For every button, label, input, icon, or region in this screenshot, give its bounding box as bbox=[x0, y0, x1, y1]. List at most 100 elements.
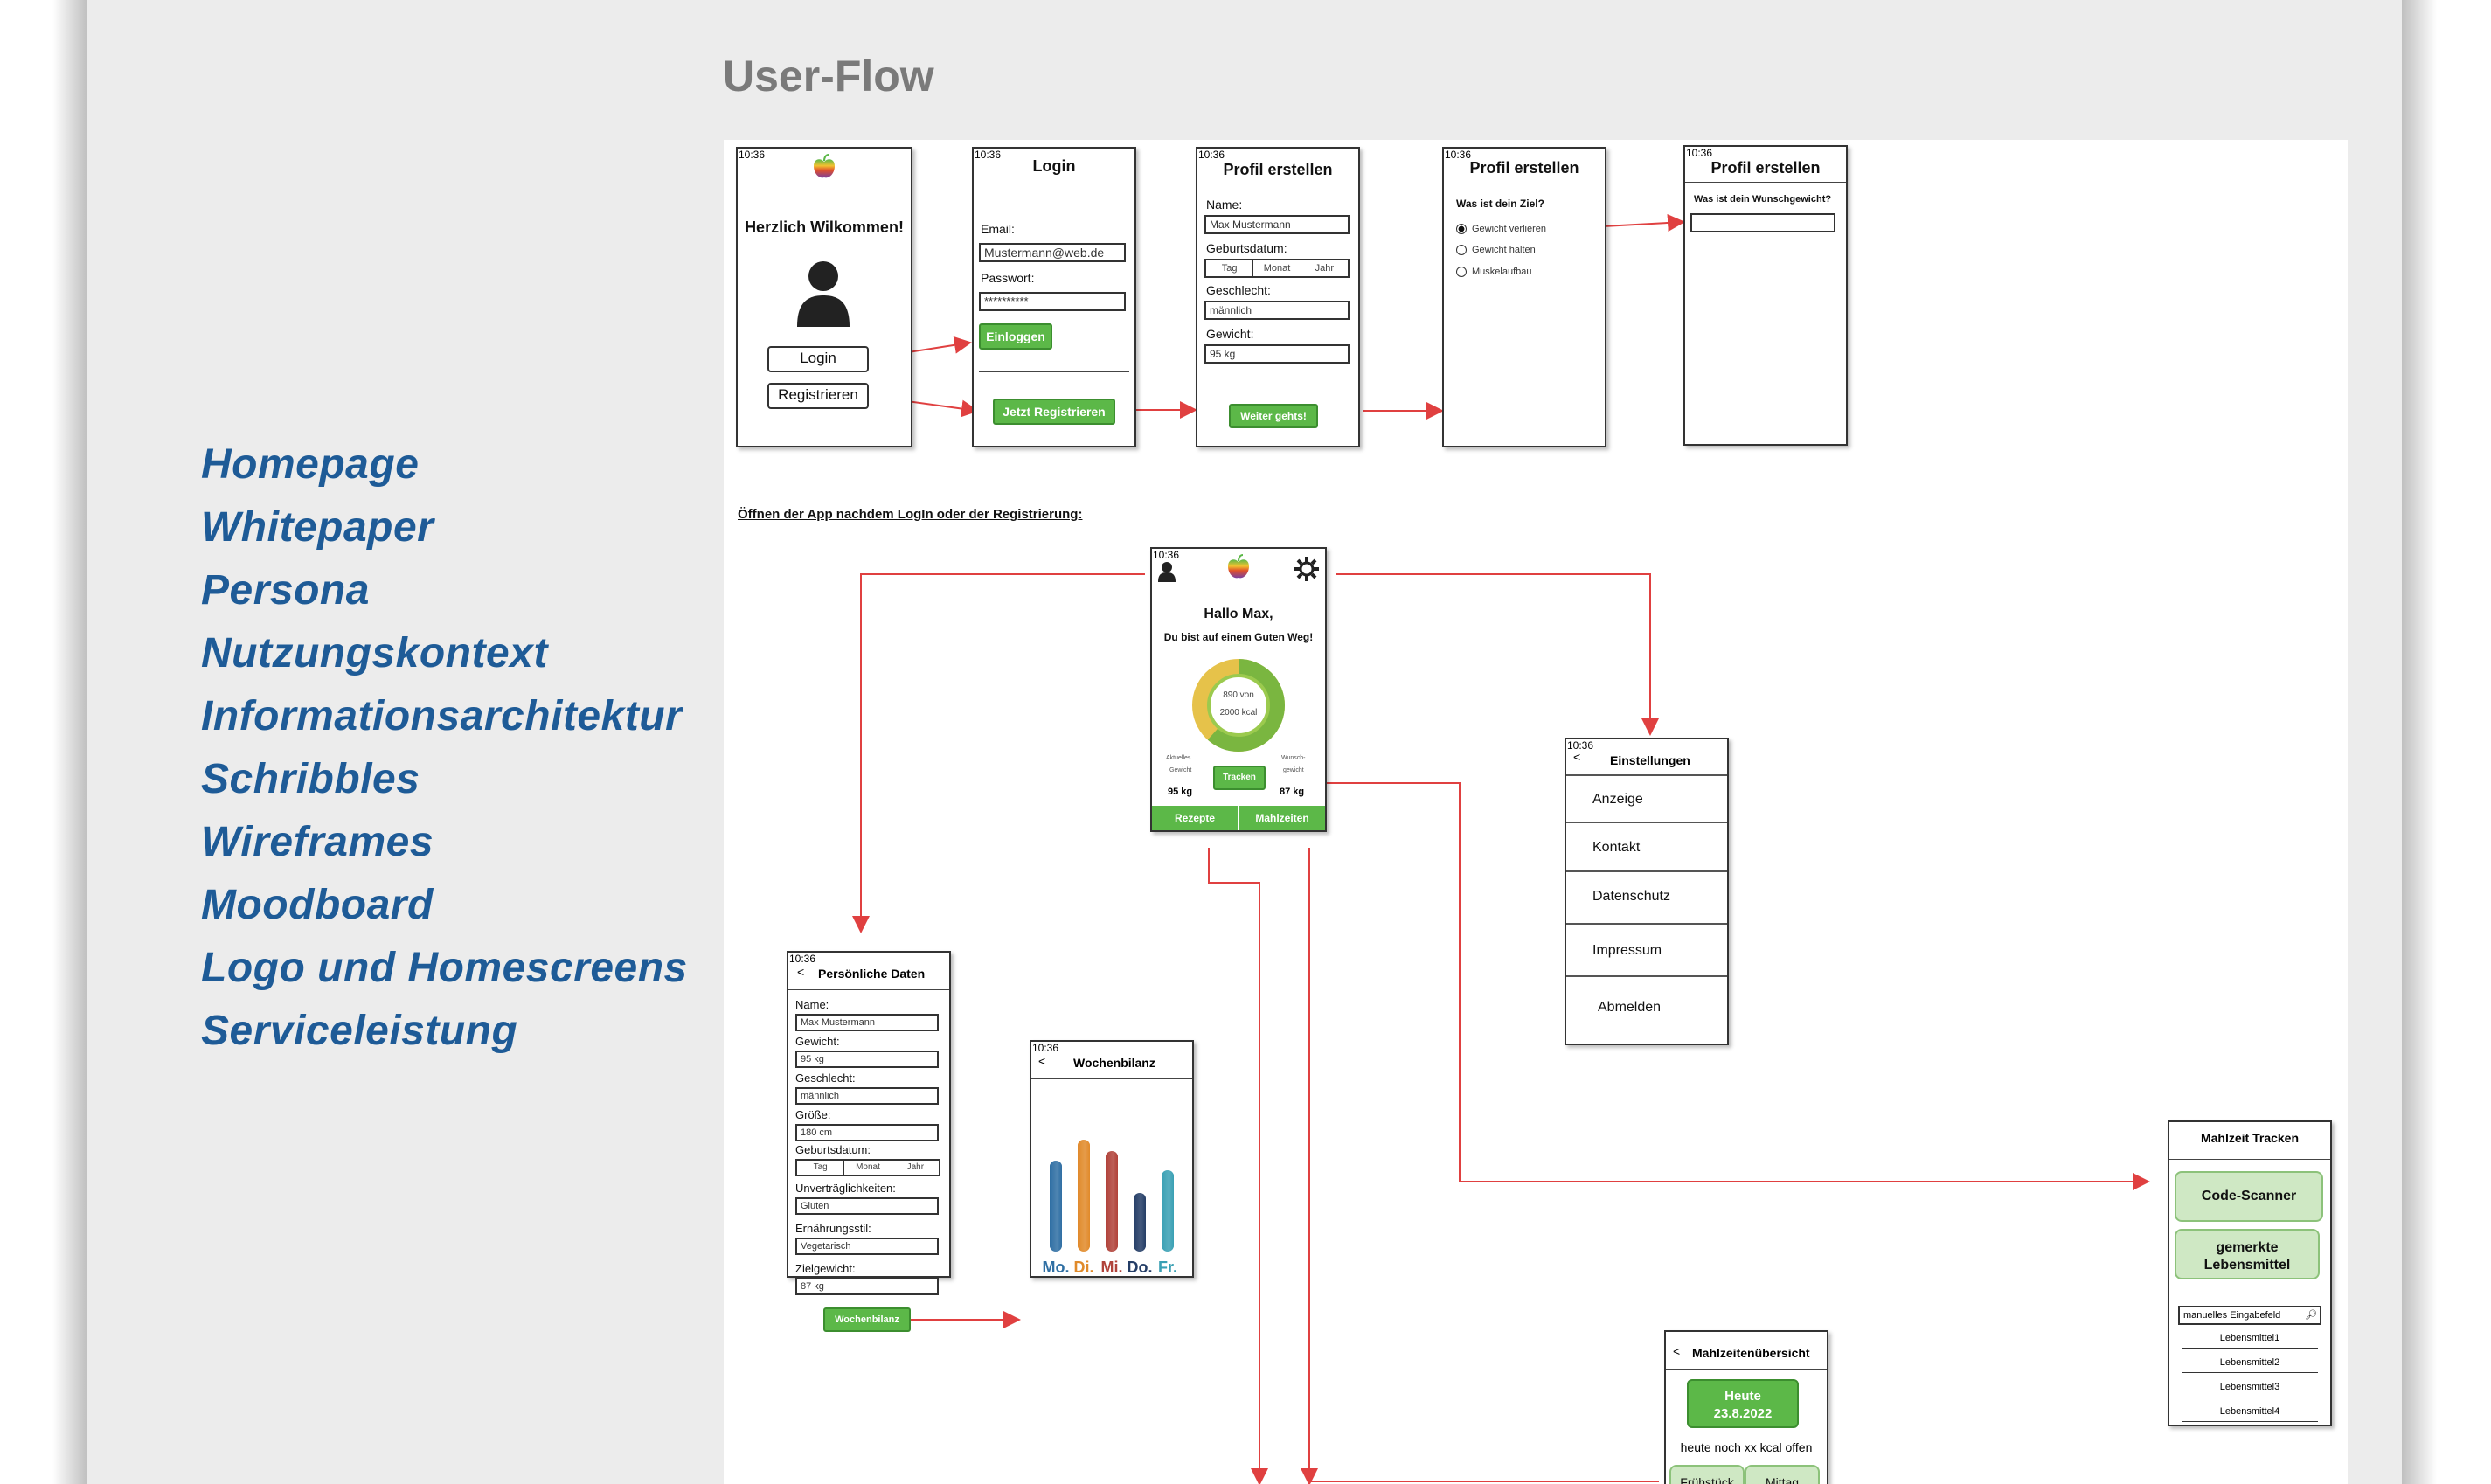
gear-icon[interactable] bbox=[1294, 556, 1320, 582]
jetzt-registrieren-button[interactable]: Jetzt Registrieren bbox=[993, 399, 1115, 425]
goal-option-label: Gewicht verlieren bbox=[1472, 224, 1546, 234]
personal-label: Name: bbox=[795, 998, 829, 1011]
settings-item-abmelden[interactable]: Abmelden bbox=[1566, 975, 1727, 1042]
nav-link-schribbles[interactable]: Schribbles bbox=[201, 756, 420, 802]
nav-link-serviceleistung[interactable]: Serviceleistung bbox=[201, 1008, 518, 1054]
login-title: Login bbox=[1032, 157, 1076, 175]
profile-step2-screen: 10:36 Profil erstellen Was ist dein Ziel… bbox=[1442, 147, 1606, 447]
nav-link-informationsarchitektur[interactable]: Informationsarchitektur bbox=[201, 693, 683, 739]
today-label: Heute bbox=[1724, 1389, 1761, 1404]
dob-month-field[interactable]: Monat bbox=[844, 1161, 892, 1175]
code-scanner-button[interactable]: Code-Scanner bbox=[2175, 1171, 2323, 1222]
tab-meals[interactable]: Mahlzeiten bbox=[1255, 812, 1309, 824]
today-date-button[interactable]: Heute 23.8.2022 bbox=[1687, 1379, 1799, 1428]
nav-link-whitepaper[interactable]: Whitepaper bbox=[201, 504, 434, 551]
dob-year-field[interactable]: Jahr bbox=[906, 1162, 925, 1172]
profile-step1-screen: 10:36 Profil erstellen Name: Max Musterm… bbox=[1196, 147, 1360, 447]
user-flow-diagram: 10:36 Herzlich Wilkommen! Login Registri… bbox=[724, 140, 2348, 1484]
back-icon[interactable]: < bbox=[1673, 1344, 1681, 1358]
calorie-ring-chart bbox=[1192, 659, 1285, 752]
login-screen: 10:36 Login Email: Mustermann@web.de Pas… bbox=[972, 147, 1136, 447]
dob-day-field[interactable]: Tag bbox=[1206, 260, 1254, 276]
login-button[interactable]: Login bbox=[767, 346, 869, 372]
back-icon[interactable]: < bbox=[797, 965, 805, 979]
personal-extra-field[interactable]: Vegetarisch bbox=[795, 1238, 939, 1255]
home-screen: 10:36 Hallo Max, Du bist auf einem Guten… bbox=[1150, 547, 1327, 832]
search-icon: 🔎︎ bbox=[2305, 1310, 2317, 1321]
manual-search-field[interactable]: manuelles Eingabefeld 🔎︎ bbox=[2178, 1306, 2321, 1325]
settings-item-impressum[interactable]: Impressum bbox=[1566, 923, 1727, 975]
current-weight-label1: Aktuelles bbox=[1166, 755, 1191, 761]
personal-field[interactable]: 95 kg bbox=[795, 1051, 939, 1068]
settings-item-kontakt[interactable]: Kontakt bbox=[1566, 822, 1727, 870]
saved-foods-line1: gemerkte bbox=[2216, 1240, 2279, 1255]
gender-field[interactable]: männlich bbox=[1204, 301, 1350, 320]
food-list-item[interactable]: Lebensmittel4 bbox=[2182, 1402, 2318, 1422]
dob-month-field[interactable]: Monat bbox=[1253, 260, 1301, 276]
back-icon[interactable]: < bbox=[1038, 1054, 1046, 1068]
email-field[interactable]: Mustermann@web.de bbox=[979, 243, 1126, 262]
nav-link-wireframes[interactable]: Wireframes bbox=[201, 819, 434, 865]
goal-option-muscle[interactable]: Muskelaufbau bbox=[1456, 267, 1532, 277]
weekly-bar bbox=[1106, 1151, 1118, 1252]
meal-tab-breakfast[interactable]: Frühstück bbox=[1669, 1465, 1745, 1484]
personal-data-screen: 10:36 < Persönliche Daten Name:Max Muste… bbox=[787, 951, 951, 1332]
personal-extra-field[interactable]: Gluten bbox=[795, 1197, 939, 1215]
weiter-button[interactable]: Weiter gehts! bbox=[1229, 404, 1318, 428]
meal-tab-lunch[interactable]: Mittag bbox=[1745, 1465, 1820, 1484]
weekly-bar bbox=[1050, 1161, 1062, 1252]
personal-extra-field[interactable]: 87 kg bbox=[795, 1278, 939, 1295]
weekly-bar bbox=[1078, 1140, 1090, 1252]
profile-icon[interactable] bbox=[1157, 561, 1176, 582]
back-icon[interactable]: < bbox=[1573, 750, 1581, 764]
goal-option-keep[interactable]: Gewicht halten bbox=[1456, 245, 1536, 255]
calorie-text-line1: 890 von bbox=[1223, 690, 1254, 700]
greeting: Hallo Max, bbox=[1204, 607, 1273, 621]
radio-selected-icon bbox=[1456, 224, 1467, 234]
wochenbilanz-button[interactable]: Wochenbilanz bbox=[823, 1307, 911, 1332]
track-button[interactable]: Tracken bbox=[1213, 766, 1266, 790]
register-button[interactable]: Registrieren bbox=[767, 383, 869, 409]
personal-label: Geschlecht: bbox=[795, 1071, 856, 1085]
weight-field[interactable]: 95 kg bbox=[1204, 344, 1350, 364]
saved-foods-line2: Lebensmittel bbox=[2203, 1258, 2291, 1272]
settings-item-datenschutz[interactable]: Datenschutz bbox=[1566, 870, 1727, 923]
food-list-item[interactable]: Lebensmittel3 bbox=[2182, 1377, 2318, 1397]
personal-field[interactable]: 180 cm bbox=[795, 1124, 939, 1141]
personal-field[interactable]: männlich bbox=[795, 1087, 939, 1105]
header-divider bbox=[1685, 182, 1846, 183]
password-field[interactable]: ********** bbox=[979, 292, 1126, 311]
nav-link-logo-homescreens[interactable]: Logo und Homescreens bbox=[201, 945, 688, 991]
status-clock: 10:36 bbox=[1686, 147, 1713, 159]
dob-field-group: Tag Monat Jahr bbox=[795, 1159, 940, 1176]
dob-year-field[interactable]: Jahr bbox=[1315, 263, 1335, 274]
login-divider bbox=[979, 371, 1129, 372]
food-list-item[interactable]: Lebensmittel2 bbox=[2182, 1353, 2318, 1373]
weekday-label: Di. bbox=[1073, 1259, 1094, 1276]
nav-link-nutzungskontext[interactable]: Nutzungskontext bbox=[201, 630, 548, 676]
target-weight-field[interactable] bbox=[1690, 213, 1835, 232]
nav-link-moodboard[interactable]: Moodboard bbox=[201, 882, 434, 928]
personal-label: Größe: bbox=[795, 1108, 831, 1121]
personal-field[interactable]: Max Mustermann bbox=[795, 1014, 939, 1031]
nav-link-homepage[interactable]: Homepage bbox=[201, 441, 420, 488]
status-clock: 10:36 bbox=[975, 149, 1002, 161]
target-weight-question: Was ist dein Wunschgewicht? bbox=[1694, 194, 1832, 205]
nav-link-persona[interactable]: Persona bbox=[201, 567, 370, 614]
page-shadow-right bbox=[2402, 0, 2437, 1484]
name-field[interactable]: Max Mustermann bbox=[1204, 215, 1350, 234]
meal-track-screen: Mahlzeit Tracken Code-Scanner gemerkte L… bbox=[2168, 1120, 2332, 1426]
weekly-title: Wochenbilanz bbox=[1073, 1056, 1155, 1070]
einloggen-button[interactable]: Einloggen bbox=[979, 323, 1052, 350]
goal-option-lose[interactable]: Gewicht verlieren bbox=[1456, 224, 1546, 234]
tab-recipes[interactable]: Rezepte bbox=[1152, 806, 1239, 830]
weekday-label: Mo. bbox=[1042, 1259, 1070, 1276]
profile-title: Profil erstellen bbox=[1469, 159, 1579, 177]
food-list-item[interactable]: Lebensmittel1 bbox=[2182, 1328, 2318, 1349]
profile-title: Profil erstellen bbox=[1223, 161, 1333, 178]
settings-item-anzeige[interactable]: Anzeige bbox=[1566, 774, 1727, 822]
saved-foods-button[interactable]: gemerkte Lebensmittel bbox=[2175, 1229, 2320, 1279]
radio-icon bbox=[1456, 267, 1467, 277]
dob-day-field[interactable]: Tag bbox=[797, 1161, 845, 1175]
goal-question: Was ist dein Ziel? bbox=[1456, 198, 1544, 210]
